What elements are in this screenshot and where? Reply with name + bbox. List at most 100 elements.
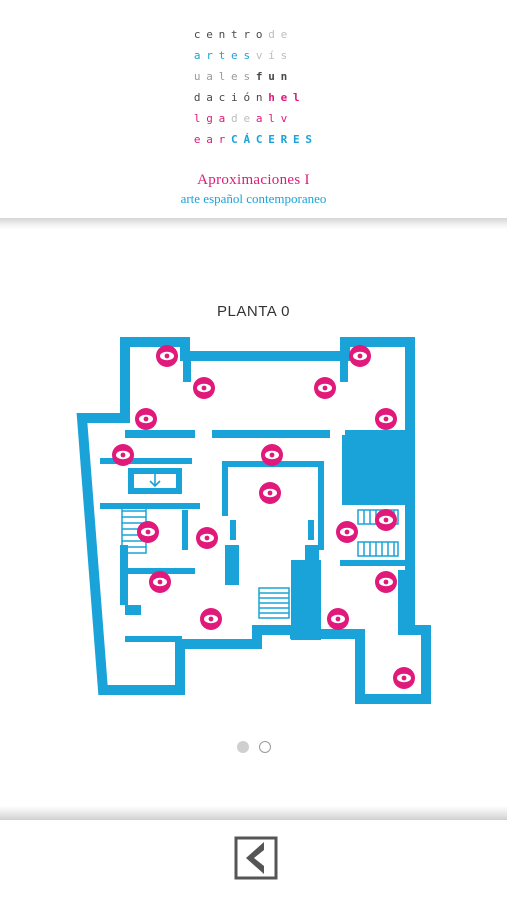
wall-center-right-step <box>308 520 314 540</box>
eye-icon[interactable] <box>149 571 171 593</box>
exhibition-subtitle: arte español contemporaneo <box>180 191 327 206</box>
wall-bottom-left-box-r <box>176 636 182 692</box>
wall-right-lower-bar <box>340 560 405 566</box>
eye-icon[interactable] <box>314 377 336 399</box>
back-chevron-icon <box>246 842 264 874</box>
wall-bottom-left-box-top <box>125 636 180 642</box>
logo-letter: g <box>206 112 213 125</box>
logo-letter: f <box>255 70 263 83</box>
logo-letter: E <box>268 133 275 146</box>
eye-icon[interactable] <box>196 527 218 549</box>
logo-letter: C <box>255 133 263 146</box>
page-dot-2[interactable] <box>258 741 271 753</box>
eye-icon[interactable] <box>375 509 397 531</box>
logo-letter: l <box>218 70 226 83</box>
eye-icon[interactable] <box>259 482 281 504</box>
wall-center-tl <box>222 461 228 516</box>
logo-letter: u <box>268 70 275 83</box>
footer-shadow <box>0 806 507 820</box>
eye-icon[interactable] <box>336 521 358 543</box>
wall-hall-top-left <box>125 430 195 438</box>
wall-left-stair-box-b <box>128 488 180 494</box>
eye-icon[interactable] <box>112 444 134 466</box>
eye-icon[interactable] <box>375 571 397 593</box>
wall-outer <box>76 337 431 704</box>
wall-center-right-tall <box>291 560 321 640</box>
logo-letter: e <box>231 49 238 62</box>
logo-letter: t <box>218 49 226 62</box>
wall-upper-left-divider <box>183 358 191 382</box>
logo-letter: u <box>193 70 201 83</box>
logo-letter: v <box>280 112 288 125</box>
logo-letter: c <box>193 28 201 41</box>
logo-letter: a <box>206 91 213 104</box>
logo-letter: d <box>268 28 275 41</box>
eye-icon[interactable] <box>327 608 349 630</box>
eye-icon[interactable] <box>349 345 371 367</box>
eye-icon[interactable] <box>200 608 222 630</box>
eye-icon[interactable] <box>393 667 415 689</box>
logo-letter: e <box>231 70 238 83</box>
logo-letter: a <box>218 112 226 125</box>
wall-center-left-col <box>225 545 239 585</box>
wall-hall-top-right <box>345 430 405 438</box>
wall-center-left-step <box>230 520 236 540</box>
wall-left-stair-box-r <box>176 468 182 494</box>
logo-letter: e <box>193 133 201 146</box>
logo-letter: i <box>231 91 238 104</box>
wall-upper-right-divider <box>340 358 348 382</box>
logo-letter: e <box>280 28 288 41</box>
logo-letter: c <box>218 91 226 104</box>
wall-right-block <box>342 435 407 505</box>
wall-left-mid-col <box>182 510 188 550</box>
logo-letter: R <box>280 133 288 146</box>
logo-letter: n <box>218 28 226 41</box>
logo-letter: a <box>255 112 263 125</box>
wall-left-stub <box>125 605 141 615</box>
eye-icon[interactable] <box>135 408 157 430</box>
eye-icon[interactable] <box>137 521 159 543</box>
logo-letter: s <box>280 49 288 62</box>
logo-letter: ó <box>243 91 251 104</box>
wall-right-mid-col <box>318 510 324 550</box>
logo-letter: l <box>268 112 275 125</box>
logo-letter: C <box>231 133 238 146</box>
header-shadow <box>0 218 507 230</box>
exhibition-title: Aproximaciones I <box>197 172 310 188</box>
logo-letter: o <box>255 28 263 41</box>
back-button[interactable] <box>234 836 278 880</box>
logo-letter: e <box>243 112 251 125</box>
logo-letter: a <box>206 133 213 146</box>
logo-letter: h <box>268 91 275 104</box>
logo-letter: e <box>206 28 213 41</box>
stairs-center <box>258 587 290 619</box>
eye-icon[interactable] <box>261 444 283 466</box>
eye-icon[interactable] <box>375 408 397 430</box>
logo-letter: n <box>280 70 288 83</box>
logo-letter: a <box>206 70 213 83</box>
eye-icon[interactable] <box>193 377 215 399</box>
logo-letter: E <box>293 133 300 146</box>
wall-right-column-lower <box>398 570 406 635</box>
page-indicator[interactable] <box>0 741 507 755</box>
arrow-down-icon <box>149 474 161 488</box>
logo-letter: d <box>231 112 238 125</box>
logo-letter: r <box>206 49 213 62</box>
logo-letter: r <box>243 28 251 41</box>
logo-letter: s <box>243 49 251 62</box>
logo-letter: l <box>193 112 201 125</box>
wall-center-tr <box>318 461 324 516</box>
app-footer <box>0 820 507 900</box>
page-dot-1[interactable] <box>236 741 249 753</box>
wall-left-dark-block <box>120 545 128 605</box>
eye-icon[interactable] <box>156 345 178 367</box>
wall-left-stair-box-l <box>128 468 134 494</box>
logo-letter: e <box>280 91 288 104</box>
logo-letter: v <box>255 49 263 62</box>
